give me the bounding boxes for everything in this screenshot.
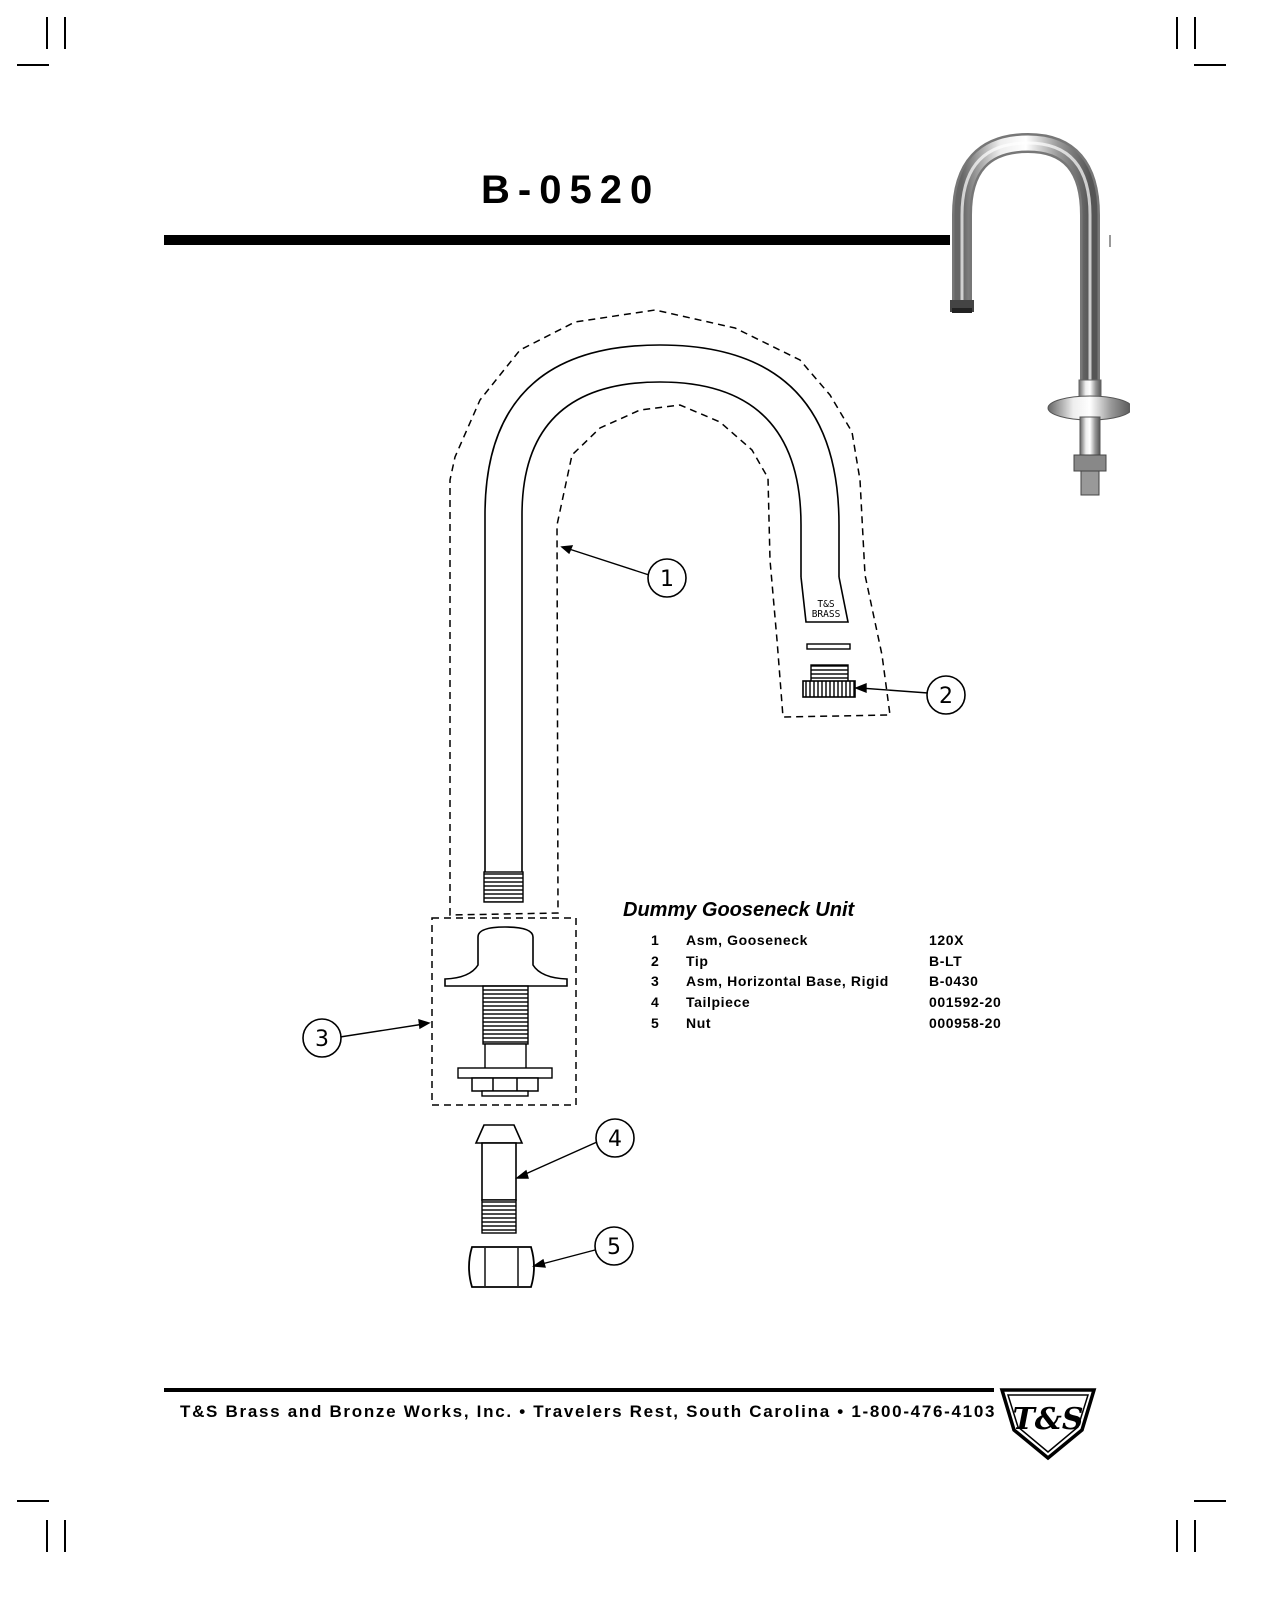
part-description: Tip	[686, 952, 709, 969]
callout-1-label: 1	[660, 567, 674, 592]
nut-part	[468, 1246, 535, 1288]
part-description: Asm, Horizontal Base, Rigid	[686, 973, 889, 990]
callout-3-label: 3	[315, 1027, 329, 1052]
title-rule	[164, 235, 950, 245]
part-number: 3	[651, 973, 660, 990]
part-number: 5	[651, 1014, 660, 1031]
part-code: 120X	[929, 932, 965, 949]
part-description: Asm, Gooseneck	[686, 932, 808, 949]
parts-row: 3 Asm, Horizontal Base, Rigid B-0430	[651, 971, 1049, 992]
part-code: B-0430	[929, 973, 979, 990]
crop-mark	[64, 1520, 66, 1552]
footer-text: T&S Brass and Bronze Works, Inc. • Trave…	[180, 1402, 997, 1421]
part-code: B-LT	[929, 952, 963, 969]
parts-row: 2 Tip B-LT	[651, 951, 1049, 972]
company-logo: T&S	[999, 1388, 1097, 1461]
callout-5: 5	[594, 1226, 634, 1266]
parts-row: 4 Tailpiece 001592-20	[651, 992, 1049, 1013]
product-photo	[941, 130, 1130, 496]
crop-mark	[1194, 17, 1196, 49]
callout-4-label: 4	[608, 1127, 622, 1152]
callout-4: 4	[595, 1118, 635, 1158]
leader-lines	[339, 545, 929, 1268]
callout-1: 1	[647, 558, 687, 598]
part-description: Tailpiece	[686, 994, 751, 1011]
tailpiece-part	[474, 1124, 524, 1234]
tip-part	[802, 643, 856, 698]
part-number: 2	[651, 952, 660, 969]
gooseneck-outline	[449, 309, 891, 916]
callout-3: 3	[302, 1018, 342, 1058]
part-number: 1	[651, 932, 660, 949]
part-code: 001592-20	[929, 994, 1002, 1011]
gooseneck-group: T&S BRASS	[449, 309, 891, 916]
base-assembly	[431, 917, 577, 1106]
crop-mark	[1194, 64, 1226, 66]
parts-list-title: Dummy Gooseneck Unit	[623, 899, 855, 921]
crop-mark	[17, 64, 49, 66]
crop-mark	[46, 1520, 48, 1552]
stamp-text-line-1: T&S	[817, 599, 834, 610]
callout-5-label: 5	[607, 1235, 621, 1260]
gooseneck-thread	[483, 871, 524, 903]
logo-text: T&S	[1012, 1402, 1083, 1437]
stamp-text-line-2: BRASS	[812, 609, 841, 620]
gooseneck-tube	[484, 344, 840, 872]
crop-mark	[17, 1500, 49, 1502]
crop-mark	[1194, 1500, 1226, 1502]
footer-rule	[164, 1388, 994, 1392]
crop-mark	[1194, 1520, 1196, 1552]
crop-mark	[64, 17, 66, 49]
part-description: Nut	[686, 1014, 712, 1031]
part-number: 4	[651, 994, 660, 1011]
base-outline	[431, 917, 577, 1106]
page-title: B-0520	[481, 168, 661, 212]
callout-2-label: 2	[939, 684, 953, 709]
crop-mark	[1176, 1520, 1178, 1552]
part-code: 000958-20	[929, 1014, 1002, 1031]
callout-2: 2	[926, 675, 966, 715]
parts-row: 5 Nut 000958-20	[651, 1012, 1049, 1033]
crop-mark	[1176, 17, 1178, 49]
crop-mark	[46, 17, 48, 49]
parts-list: 1 Asm, Gooseneck 120X 2 Tip B-LT 3 Asm, Horizon…	[651, 930, 1049, 1033]
parts-row: 1 Asm, Gooseneck 120X	[651, 930, 1049, 951]
